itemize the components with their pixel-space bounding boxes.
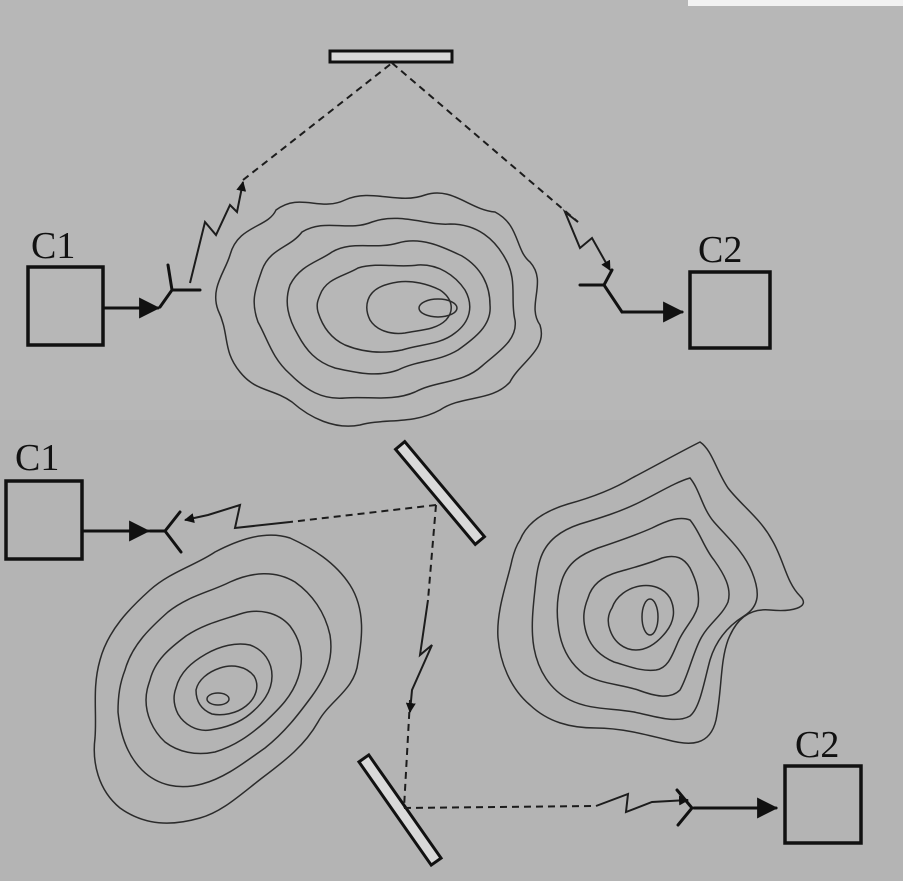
bottom-right-contour-map [497,441,804,745]
bottom-c1-label: C1 [15,437,59,479]
bottom-wave-to-c2 [595,792,689,814]
bottom-beam-down [427,504,437,601]
bottom-reflector-lower [356,752,444,868]
top-contour-map [215,192,543,427]
top-outgoing-wave [189,181,247,284]
bottom-beam-lower-vertical [403,699,411,809]
top-c2-station-box [688,270,772,350]
top-c2-label: C2 [698,229,742,271]
bottom-c1-station-box [4,479,84,561]
bottom-beam-to-c1 [289,504,437,523]
top-incoming-wave [562,208,611,271]
top-incident-beam [242,62,393,181]
top-c1-station-box [26,265,105,347]
top-reflector [328,49,454,64]
bottom-left-contour-map [93,534,363,824]
top-c1-antenna-icon [158,263,202,309]
top-scene: C1 C2 [26,49,772,427]
bottom-scene: C1 C2 [4,437,863,868]
bottom-c2-station-box [783,764,863,845]
bottom-reflector-upper [393,439,487,547]
bottom-c2-label: C2 [795,724,839,766]
top-c2-antenna-icon [578,268,624,314]
bottom-c1-antenna-icon [148,510,183,554]
bottom-wave-to-c1 [184,503,291,530]
white-corner-patch [688,0,903,6]
top-c1-label: C1 [31,225,75,267]
bottom-wave-vertical [405,599,433,713]
paper-top-strip [0,0,903,420]
top-reflected-beam [391,62,579,223]
bottom-beam-horizontal [403,805,597,809]
bottom-c2-antenna-icon [675,788,694,827]
